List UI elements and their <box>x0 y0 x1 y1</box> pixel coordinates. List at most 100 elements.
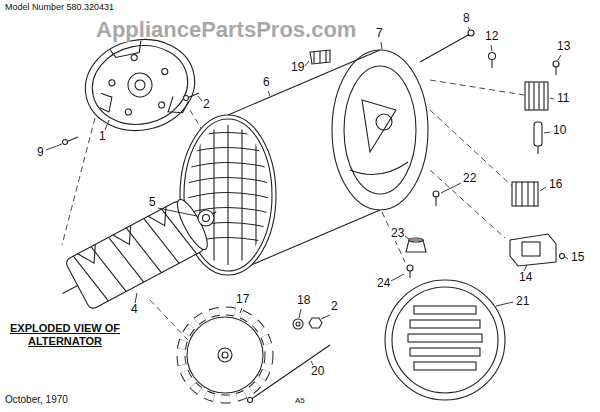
rectifier <box>529 82 544 110</box>
through-bolt <box>468 30 474 36</box>
stator-housing <box>255 120 256 270</box>
callout-number: 24 <box>376 277 391 291</box>
end-cover <box>408 334 482 342</box>
leader-line <box>105 120 109 130</box>
end-bell <box>85 37 195 133</box>
screw <box>489 53 496 60</box>
screw <box>555 67 556 75</box>
callout-number: 14 <box>518 271 533 285</box>
assembly-line <box>430 110 512 186</box>
end-cover <box>385 280 505 400</box>
assembly-line <box>430 170 505 238</box>
callout-number: 15 <box>570 251 585 265</box>
leader-line <box>544 132 550 133</box>
screw <box>63 137 79 145</box>
end-bell <box>158 101 165 108</box>
capacitor <box>534 122 542 146</box>
end-bell <box>131 54 138 61</box>
grommet <box>409 238 423 242</box>
callout-number: 8 <box>462 12 471 26</box>
leader-line <box>491 45 492 51</box>
callout-number: 20 <box>310 365 325 379</box>
leader-line <box>135 293 137 303</box>
fan <box>181 311 269 399</box>
capacitor <box>534 122 542 154</box>
stator-housing <box>350 162 408 175</box>
assembly-line <box>382 212 405 262</box>
end-bell <box>77 30 203 141</box>
end-cover <box>414 306 476 314</box>
bolt <box>248 398 253 403</box>
leader-line <box>46 27 568 365</box>
bolt <box>250 345 330 400</box>
stator-housing <box>241 120 242 270</box>
nut <box>309 318 322 328</box>
screw <box>409 271 410 278</box>
leader-line <box>468 27 470 30</box>
terminal-block <box>512 182 538 206</box>
stator-housing <box>180 50 428 275</box>
fan <box>187 317 263 393</box>
leader-line <box>158 208 197 216</box>
callout-number: 23 <box>390 227 405 241</box>
callout-number: 11 <box>556 92 570 106</box>
callout-number: 13 <box>556 40 571 54</box>
screw <box>433 191 439 206</box>
stator-housing <box>376 114 392 130</box>
assembly-line <box>62 118 95 245</box>
leader-line <box>565 257 568 259</box>
bearing <box>203 215 210 222</box>
clip <box>310 50 330 64</box>
screw <box>63 140 68 145</box>
callout-number: 5 <box>148 196 157 210</box>
screw <box>560 254 565 259</box>
leader-line <box>558 55 561 60</box>
callout-number: 22 <box>462 172 477 186</box>
end-bell <box>77 30 203 141</box>
bracket <box>510 234 556 266</box>
screw <box>407 265 413 278</box>
rotor <box>73 204 196 305</box>
rotor <box>63 286 78 294</box>
bearing <box>198 210 214 226</box>
callout-number: 16 <box>548 178 563 192</box>
stator-housing <box>362 100 396 152</box>
capacitor <box>537 146 538 154</box>
callout-number: 2 <box>202 98 211 112</box>
end-bell <box>165 93 190 115</box>
callout-number: 1 <box>98 130 107 144</box>
end-bell <box>108 79 115 86</box>
fan <box>218 348 232 362</box>
rectifier <box>525 82 548 110</box>
end-bell <box>161 68 168 75</box>
stator-housing <box>344 66 416 194</box>
stator-housing <box>227 120 228 270</box>
bracket <box>522 242 540 256</box>
leader-line <box>381 42 382 49</box>
stator-housing <box>213 120 214 270</box>
leader-line <box>441 183 461 193</box>
terminal-block <box>512 182 538 206</box>
screw <box>489 53 496 69</box>
rectifier <box>525 82 548 110</box>
leader-line <box>405 236 409 239</box>
screw <box>553 61 559 75</box>
callout-number: 7 <box>375 27 384 41</box>
callout-number: 19 <box>290 61 305 75</box>
callout-number: 18 <box>296 294 311 308</box>
nut <box>309 318 322 328</box>
callout-number: 9 <box>36 146 45 160</box>
end-bell <box>125 108 132 115</box>
callout-number: 17 <box>235 293 250 307</box>
through-bolt <box>420 30 474 62</box>
bolt <box>248 345 331 403</box>
fan <box>181 311 269 399</box>
leader-line <box>268 91 270 96</box>
screw <box>184 96 189 101</box>
leader-line <box>240 308 242 313</box>
watermark: AppliancePartsPros.com <box>95 17 357 42</box>
callout-number: 2 <box>330 300 339 314</box>
terminal-block <box>516 182 534 206</box>
date-note: October, 1970 <box>4 394 69 406</box>
